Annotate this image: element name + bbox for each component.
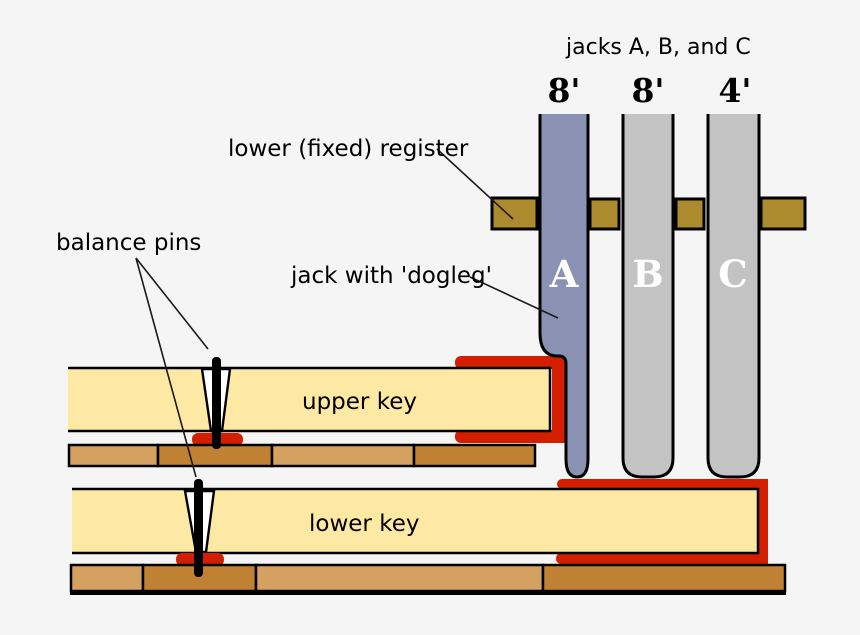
upper-cap-top-bar <box>455 356 565 369</box>
dogleg-leader-line <box>469 276 559 319</box>
lower-key-shape <box>72 487 760 555</box>
upper-cap-bottom-bar <box>455 430 565 443</box>
lower-key-label: lower key <box>309 511 420 537</box>
register-block-2 <box>588 197 621 231</box>
upper-frame-segment-4 <box>412 443 537 468</box>
upper-key-frame <box>67 443 537 468</box>
dogleg-label: jack with 'dogleg' <box>291 263 492 289</box>
lower-balance-pin <box>194 479 203 577</box>
register-block-1 <box>490 196 539 231</box>
lower-key-red-cap <box>556 479 768 564</box>
lower-cap-top-bar <box>557 479 768 489</box>
upper-cap-right-bar <box>552 356 565 443</box>
upper-frame-segment-3 <box>270 443 416 468</box>
diagram-title: jacks A, B, and C <box>566 35 751 60</box>
lower-register <box>490 196 807 231</box>
lower-key-frame <box>69 563 787 595</box>
stop-label-jack-c: 4' <box>718 71 752 110</box>
upper-frame-segment-1 <box>67 443 160 468</box>
register-leader-line <box>436 148 514 220</box>
stop-label-jack-a: 8' <box>547 71 581 110</box>
lower-frame-segment-3 <box>254 563 545 593</box>
jack-a-dogleg-shape <box>538 114 590 479</box>
upper-balance-pin <box>212 357 221 449</box>
lower-frame-segment-1 <box>69 563 145 593</box>
upper-key-shape <box>68 366 552 433</box>
lower-frame-segment-4 <box>541 563 787 593</box>
balance-pin-leader-line-lower <box>135 257 197 478</box>
jack-c-letter: C <box>718 252 748 296</box>
register-block-3 <box>674 197 706 231</box>
jack-c-shape <box>706 114 761 479</box>
balance-pins-label: balance pins <box>56 230 202 256</box>
register-label: lower (fixed) register <box>228 136 469 162</box>
balance-pin-leader-line-upper <box>135 257 209 350</box>
stop-label-jack-b: 8' <box>631 71 665 110</box>
jack-b-letter: B <box>632 252 664 296</box>
upper-key-label: upper key <box>302 389 417 415</box>
upper-key-red-cap <box>455 356 565 443</box>
lower-cap-bottom-bar <box>556 553 768 564</box>
jack-a-letter: A <box>549 252 579 296</box>
jack-b-shape <box>621 114 675 479</box>
lower-cap-right-bar <box>757 479 768 564</box>
register-block-4 <box>759 196 807 231</box>
